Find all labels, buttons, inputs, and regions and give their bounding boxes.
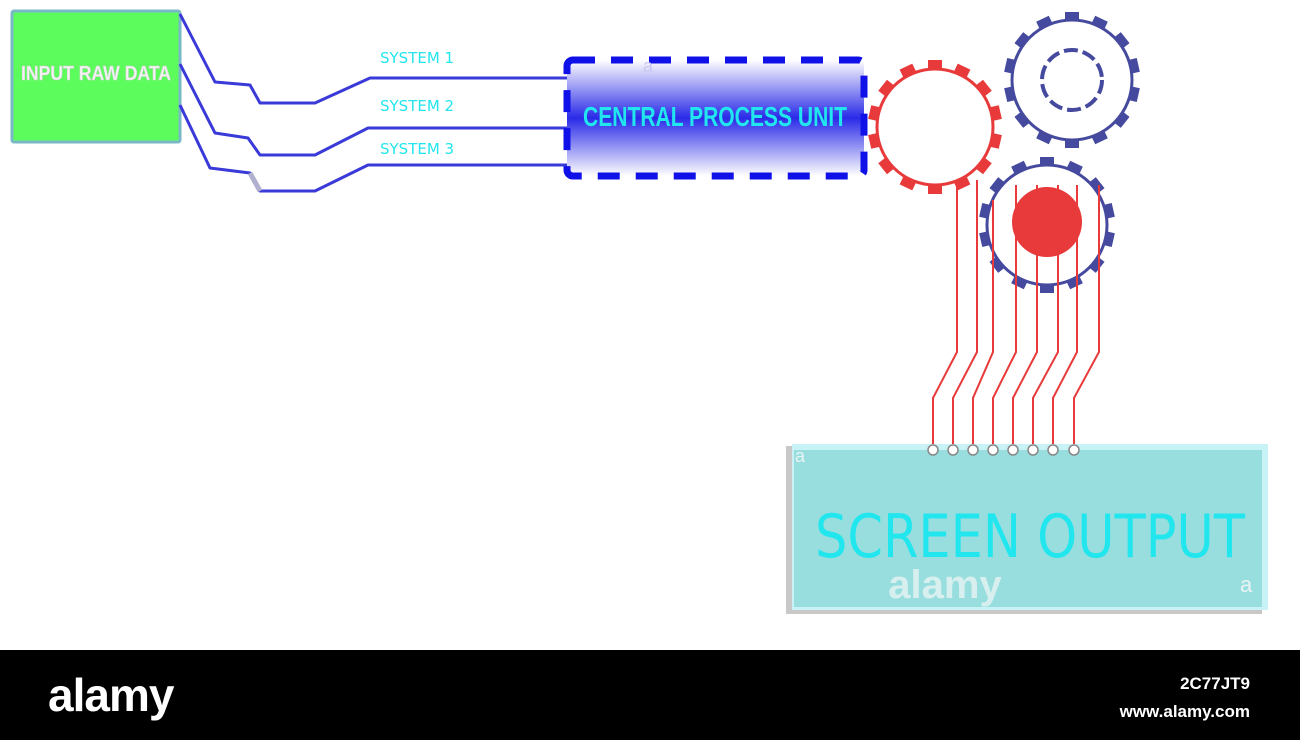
circuit-trace <box>1052 185 1078 444</box>
cpu-label: CENTRAL PROCESS UNIT <box>583 101 847 132</box>
circuit-trace <box>1032 185 1059 444</box>
connector-pad <box>1047 444 1059 456</box>
system-2-label: SYSTEM 2 <box>380 97 454 115</box>
circuit-trace <box>1073 185 1100 444</box>
connector-pad <box>1007 444 1019 456</box>
computer-process-diagram: INPUT RAW DATA SYSTEM 1 SYSTEM 2 SYSTEM … <box>10 9 1268 614</box>
connector-pad <box>927 444 939 456</box>
system-3-label: SYSTEM 3 <box>380 140 454 158</box>
wire-system-1 <box>178 13 567 105</box>
connector-pad <box>1068 444 1080 456</box>
wire-system-3 <box>178 104 567 193</box>
circuit-traces <box>932 180 1100 444</box>
central-process-unit-box: CENTRAL PROCESS UNIT a <box>563 56 868 180</box>
input-raw-data-label: INPUT RAW DATA <box>21 63 171 85</box>
circuit-trace <box>952 180 978 444</box>
red-gear <box>868 60 1002 194</box>
circuit-trace <box>932 185 958 444</box>
circuit-trace <box>972 200 994 444</box>
connector-pad <box>1027 444 1039 456</box>
screen-watermark-letter-left: a <box>795 446 806 466</box>
navy-gear-bottom <box>979 157 1115 293</box>
connector-pad <box>947 444 959 456</box>
screen-output-box: SCREEN OUTPUT alamy a a <box>786 444 1268 614</box>
circuit-trace <box>992 185 1017 444</box>
connector-pad <box>967 444 979 456</box>
circuit-trace <box>1012 185 1038 444</box>
wire-system-2 <box>178 63 567 157</box>
input-raw-data-box: INPUT RAW DATA <box>10 9 182 144</box>
cpu-watermark-letter: a <box>643 56 654 76</box>
connector-pads <box>927 444 1080 456</box>
red-core <box>1012 187 1082 257</box>
screen-watermark: alamy <box>888 563 1002 607</box>
screen-watermark-letter-right: a <box>1240 572 1253 597</box>
screen-output-label: SCREEN OUTPUT <box>815 502 1245 572</box>
alamy-logo: alamy <box>48 669 174 721</box>
footer-bar: alamy 2C77JT9 www.alamy.com <box>0 650 1300 740</box>
system-wires <box>178 13 567 193</box>
navy-gear-top <box>1004 12 1140 148</box>
image-id: 2C77JT9 <box>1180 674 1250 693</box>
alamy-url: www.alamy.com <box>1119 702 1250 721</box>
system-1-label: SYSTEM 1 <box>380 49 454 67</box>
connector-pad <box>987 444 999 456</box>
